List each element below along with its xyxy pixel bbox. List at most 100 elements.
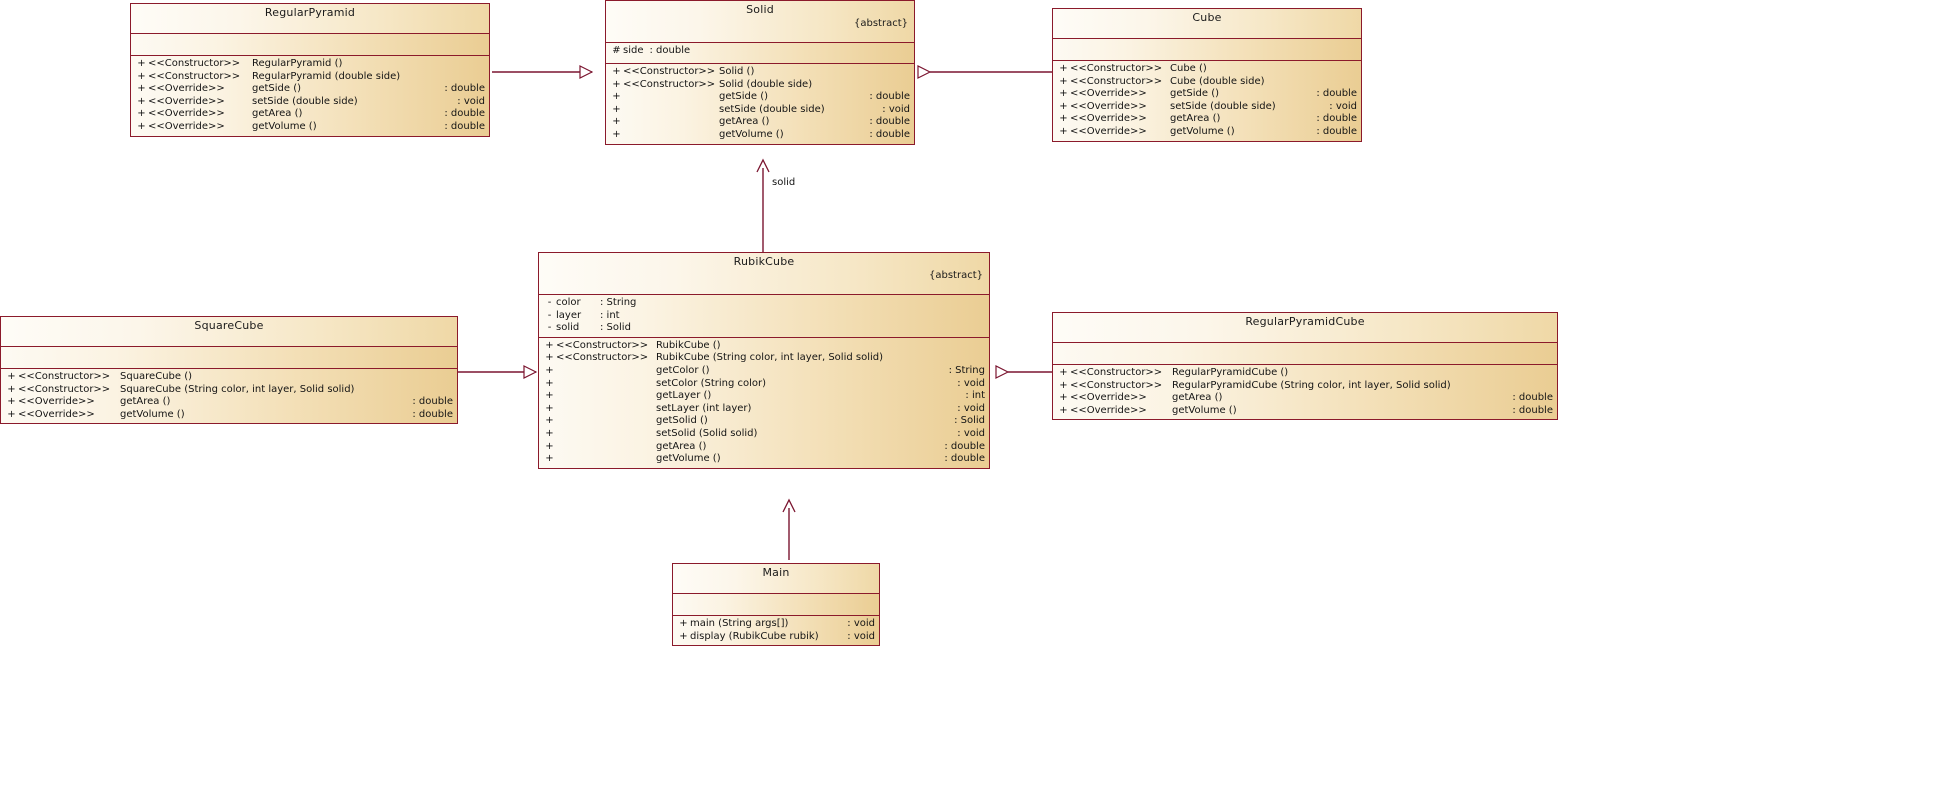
operation-signature: SquareCube () [120,371,193,382]
return-type: : double [869,91,910,103]
operation-row[interactable]: + <<Constructor>> RubikCube (String colo… [539,352,989,365]
stereotype-label: <<Override>> [1070,88,1147,100]
return-type: : double [1512,392,1553,404]
stereotype-label: <<Constructor>> [148,58,241,69]
operation-row[interactable]: + getVolume () : double [606,129,914,142]
class-box-regular-pyramid[interactable]: RegularPyramid + <<Constructor>> Regular… [130,3,490,137]
operation-row[interactable]: + getVolume () : double [539,453,989,466]
return-type: : double [1512,404,1553,416]
visibility-marker: + [137,95,146,107]
operation-row[interactable]: + <<Override>> getArea () : double [1053,392,1557,405]
operation-row[interactable]: + main (String args[]) : void [673,618,879,631]
operation-signature: RegularPyramid () [252,58,343,69]
operation-signature: getSolid () [656,415,708,427]
operation-row[interactable]: + getArea () : double [606,116,914,129]
operation-signature: setSide (double side) [252,95,358,107]
operation-row[interactable]: + <<Constructor>> RegularPyramid (double… [131,71,489,84]
return-type: : double [1316,113,1357,125]
operation-row[interactable]: + <<Constructor>> Cube (double side) [1053,76,1361,89]
operation-row[interactable]: + setSide (double side) : void [606,104,914,117]
operation-signature: Solid (double side) [719,78,813,90]
class-box-main[interactable]: Main + main (String args[]) : void + dis… [672,563,880,647]
operation-row[interactable]: + getLayer () : int [539,390,989,403]
operation-signature: RubikCube (String color, int layer, Soli… [656,352,884,364]
class-attributes-solid: # side : double [606,43,914,64]
operation-signature: getSide () [252,83,302,95]
operation-row[interactable]: + <<Override>> getVolume () : double [1053,405,1557,418]
operation-row[interactable]: + <<Override>> setSide (double side) : v… [131,96,489,109]
operation-row[interactable]: + getArea () : double [539,441,989,454]
visibility-marker: + [612,128,621,140]
class-attributes-square-cube [1,347,457,369]
visibility-marker: + [7,371,16,382]
return-type: : void [957,402,985,414]
class-operations-regular-pyramid: + <<Constructor>> RegularPyramid () + <<… [131,56,489,136]
return-type: : double [869,128,910,140]
operation-row[interactable]: + <<Constructor>> Solid (double side) [606,79,914,92]
operation-row[interactable]: + <<Override>> getVolume () : double [131,121,489,134]
operation-row[interactable]: + <<Constructor>> RegularPyramid () [131,58,489,71]
return-type: : int [965,390,985,402]
operation-row[interactable]: + <<Override>> getSide () : double [131,83,489,96]
edge-label-solid: solid [772,177,796,188]
visibility-marker: + [545,364,554,376]
attribute-row[interactable]: - color : String [539,297,989,310]
stereotype-label: <<Constructor>> [1070,63,1163,74]
operation-row[interactable]: + <<Constructor>> Cube () [1053,63,1361,76]
operation-row[interactable]: + getSolid () : Solid [539,415,989,428]
visibility-marker: + [1059,113,1068,125]
stereotype-label: <<Constructor>> [1070,367,1163,378]
visibility-marker: + [545,415,554,427]
operation-row[interactable]: + setLayer (int layer) : void [539,403,989,416]
operation-row[interactable]: + <<Override>> getVolume () : double [1,409,457,422]
class-box-square-cube[interactable]: SquareCube + <<Constructor>> SquareCube … [0,316,458,425]
operation-signature: getArea () [656,440,707,452]
operation-row[interactable]: + <<Constructor>> SquareCube () [1,371,457,384]
class-box-regular-pyramid-cube[interactable]: RegularPyramidCube + <<Constructor>> Reg… [1052,312,1558,421]
class-box-cube[interactable]: Cube + <<Constructor>> Cube () + <<Const… [1052,8,1362,142]
operation-row[interactable]: + <<Override>> getVolume () : double [1053,126,1361,139]
operation-row[interactable]: + <<Constructor>> RegularPyramidCube (St… [1053,380,1557,393]
operation-row[interactable]: + getSide () : double [606,91,914,104]
operation-row[interactable]: + <<Override>> getSide () : double [1053,88,1361,101]
class-operations-cube: + <<Constructor>> Cube () + <<Constructo… [1053,61,1361,141]
attribute-type: : int [600,309,620,321]
attribute-type: : Solid [600,322,631,334]
operation-row[interactable]: + setColor (String color) : void [539,378,989,391]
attribute-row[interactable]: - solid : Solid [539,322,989,335]
operation-row[interactable]: + <<Override>> getArea () : double [1,396,457,409]
visibility-marker: + [679,618,688,629]
stereotype-label: <<Constructor>> [556,339,649,351]
class-header-solid: Solid {abstract} [606,1,914,43]
visibility-marker: + [545,402,554,414]
visibility-marker: + [1059,367,1068,378]
stereotype-label: <<Constructor>> [18,371,111,382]
operation-row[interactable]: + getColor () : String [539,365,989,378]
attribute-row[interactable]: # side : double [606,45,914,58]
operation-row[interactable]: + <<Constructor>> SquareCube (String col… [1,384,457,397]
visibility-marker: + [545,427,554,439]
visibility-marker: + [1059,379,1068,391]
operation-signature: getVolume () [719,128,784,140]
class-box-solid[interactable]: Solid {abstract} # side : double + <<Con… [605,0,915,145]
stereotype-label: <<Constructor>> [148,70,241,82]
operation-row[interactable]: + <<Override>> getArea () : double [1053,113,1361,126]
return-type: : double [444,108,485,120]
operation-row[interactable]: + setSolid (Solid solid) : void [539,428,989,441]
stereotype-label: <<Override>> [18,396,95,408]
class-stereotype-abstract-solid: {abstract} [854,18,908,29]
operation-signature: RegularPyramidCube () [1172,367,1289,378]
operation-signature: Cube (double side) [1170,75,1265,87]
operation-row[interactable]: + <<Constructor>> Solid () [606,66,914,79]
visibility-marker: + [7,383,16,395]
operation-row[interactable]: + <<Override>> getArea () : double [131,108,489,121]
operation-row[interactable]: + <<Constructor>> RubikCube () [539,340,989,353]
operation-row[interactable]: + <<Constructor>> RegularPyramidCube () [1053,367,1557,380]
visibility-marker: - [547,297,552,308]
operation-row[interactable]: + display (RubikCube rubik) : void [673,631,879,644]
class-box-rubik-cube[interactable]: RubikCube {abstract} - color : String - … [538,252,990,469]
operation-row[interactable]: + <<Override>> setSide (double side) : v… [1053,101,1361,114]
attribute-row[interactable]: - layer : int [539,310,989,323]
class-header-main: Main [673,564,879,594]
stereotype-label: <<Override>> [1070,392,1147,404]
